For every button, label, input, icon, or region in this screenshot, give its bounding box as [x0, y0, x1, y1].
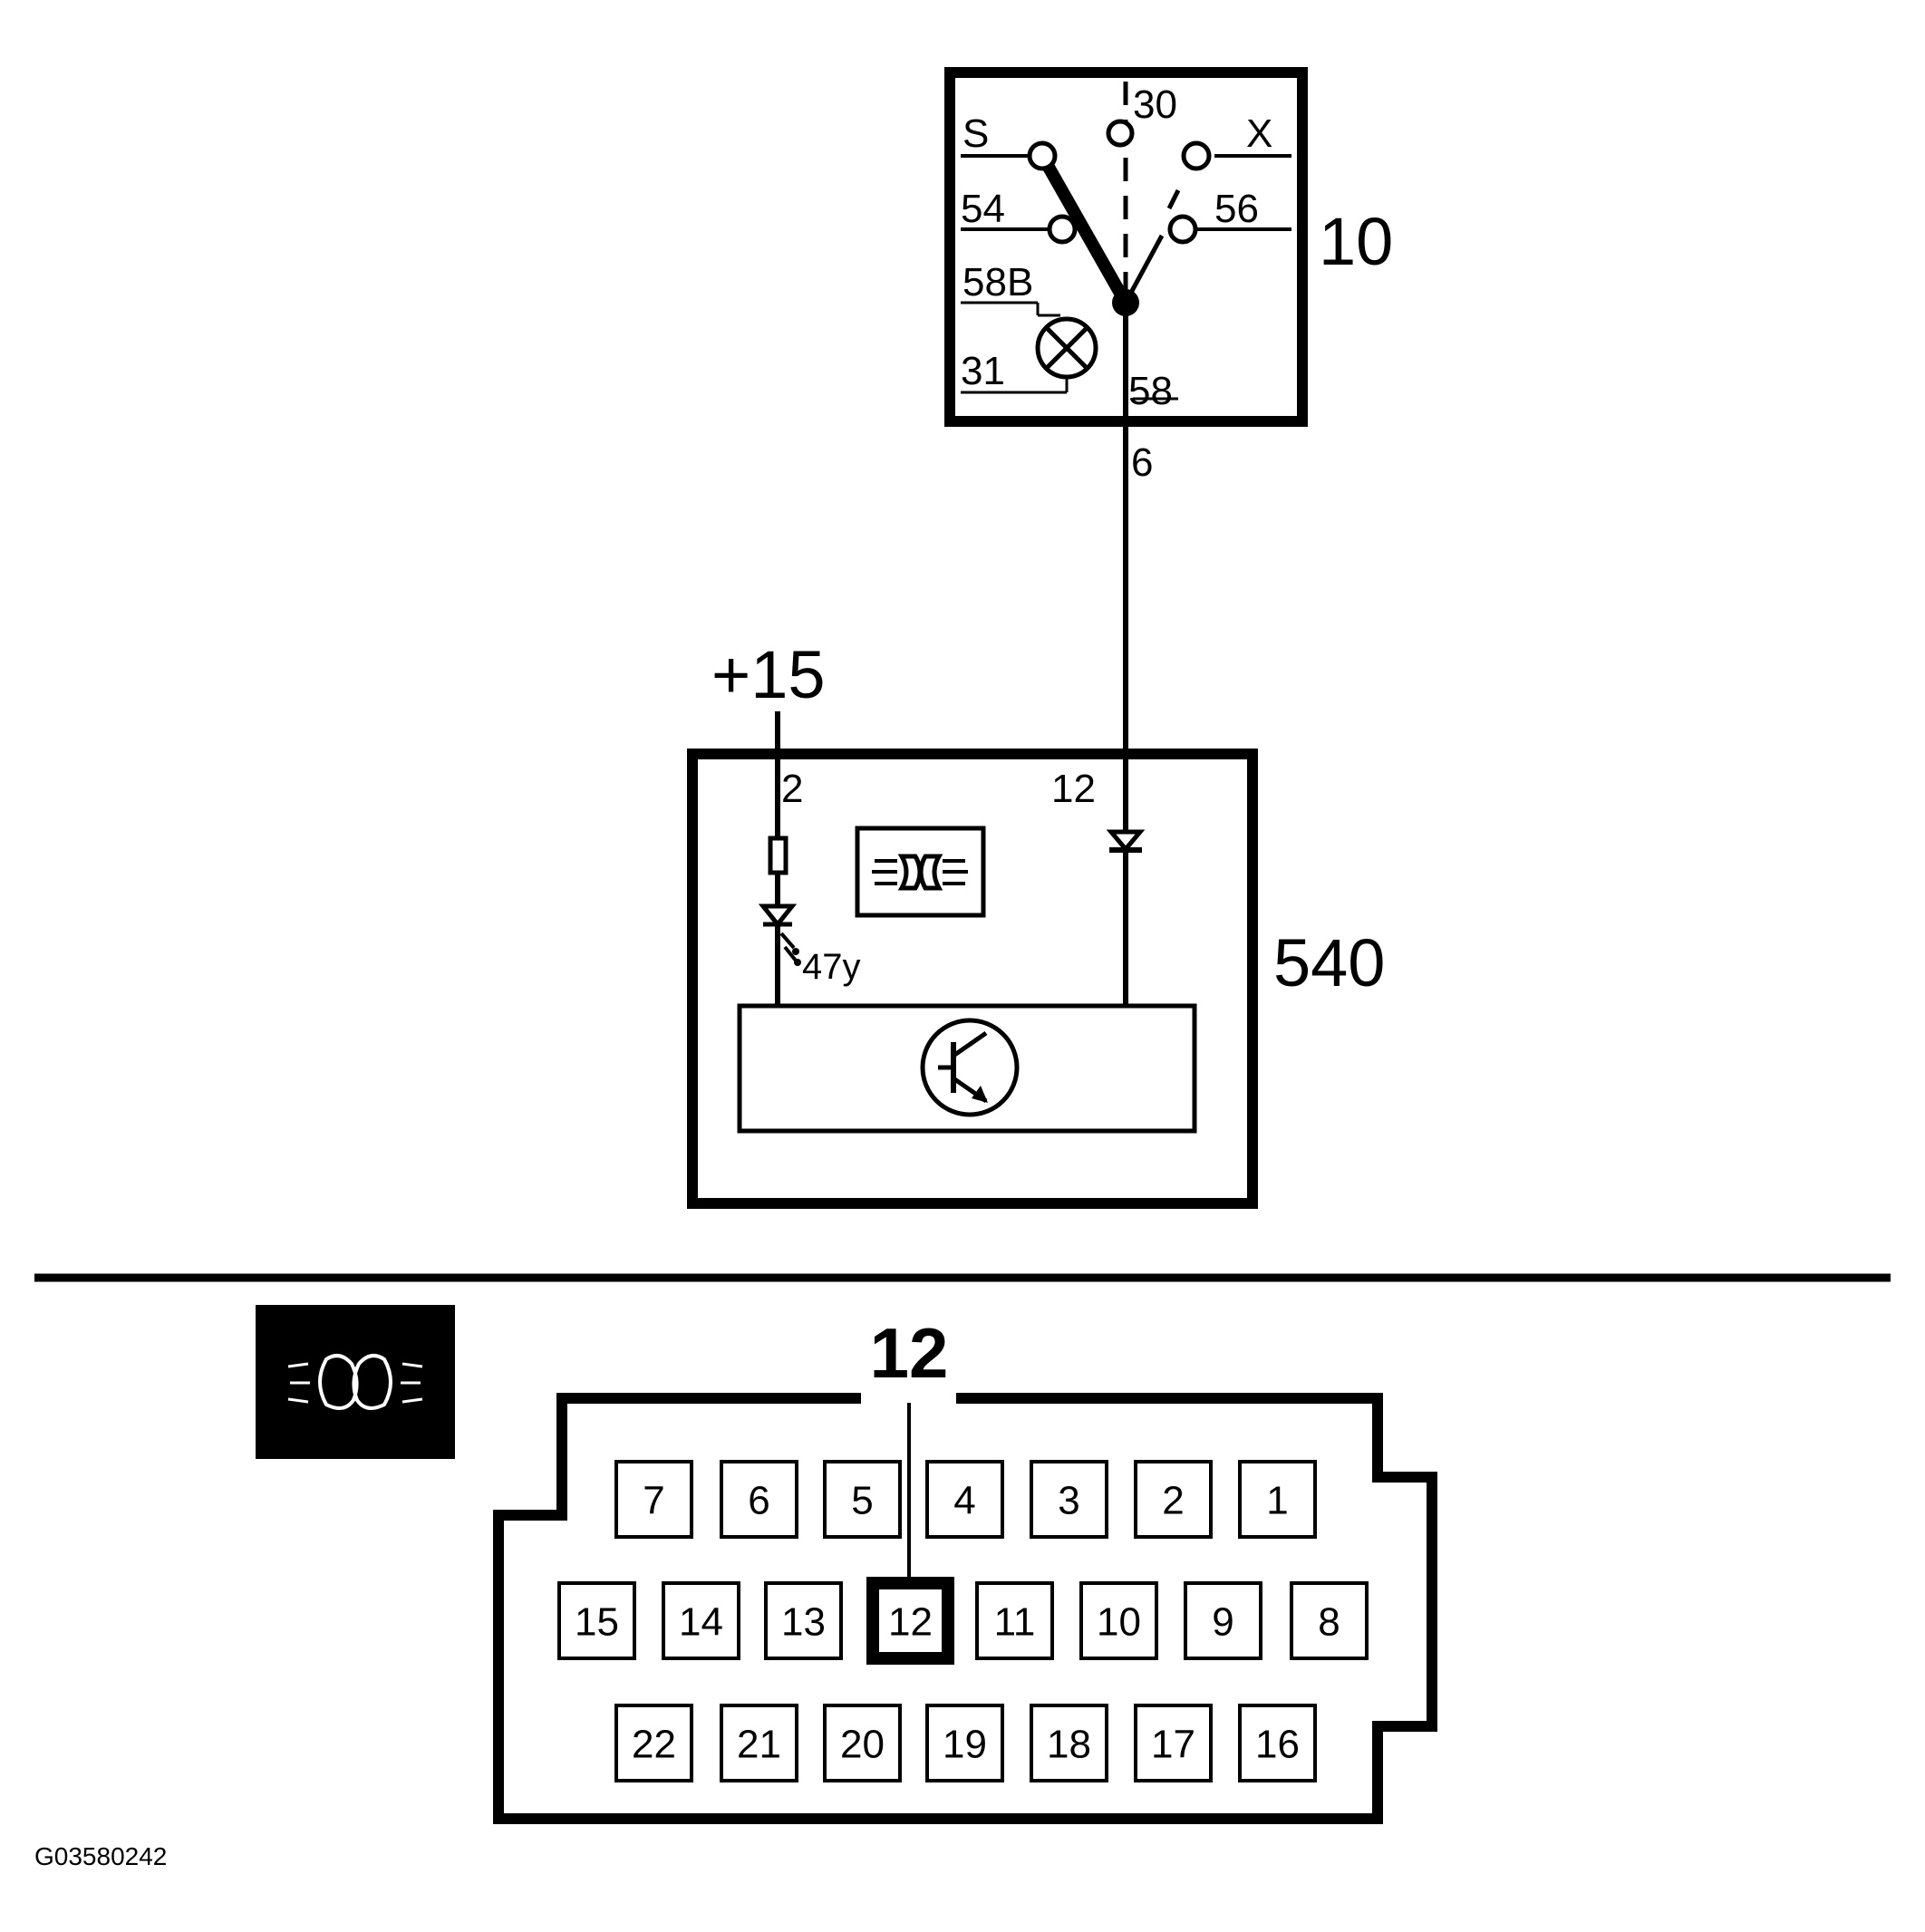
wire-label-6: 6: [1131, 440, 1153, 485]
connector-pin-label-13: 13: [781, 1600, 826, 1645]
connector-pin-14: [662, 1581, 740, 1660]
connector-pin-label-21: 21: [737, 1723, 781, 1767]
connector-pin-22: [614, 1704, 693, 1782]
terminal-x: X: [1246, 111, 1272, 156]
connector-pin-label-6: 6: [748, 1479, 769, 1523]
connector-pin-13: [764, 1581, 843, 1660]
connector-pin-7: [614, 1460, 693, 1539]
connector-pin-label-16: 16: [1255, 1723, 1300, 1767]
control-module-component: +15 2 12 47y: [687, 637, 1385, 1209]
module-box: [687, 749, 1258, 1209]
connector-pin-label-14: 14: [679, 1600, 723, 1645]
connector-row-middle: 15 14 13 12 11 10 9 8: [557, 1577, 1369, 1665]
connector-pin-label-1: 1: [1266, 1479, 1288, 1523]
pin-label-12: 12: [1051, 767, 1096, 811]
connector-pin-4: [925, 1460, 1004, 1539]
connector-pin-10: [1079, 1581, 1158, 1660]
connector-pin-6: [720, 1460, 798, 1539]
headlight-symbol-box: [855, 826, 986, 918]
connector-pin-label-12: 12: [888, 1600, 933, 1645]
connector-pin-11: [975, 1581, 1054, 1660]
led-label: 47y: [802, 947, 861, 987]
terminal-s: S: [962, 111, 989, 156]
connector-pin-label-18: 18: [1047, 1723, 1091, 1767]
connector-pin-15: [557, 1581, 636, 1660]
connector-pin-3: [1030, 1460, 1108, 1539]
highlighted-pin-label: 12: [870, 1313, 949, 1393]
connector-pin-label-4: 4: [953, 1479, 975, 1523]
component-id-10: 10: [1319, 204, 1393, 279]
terminal-56: 56: [1214, 187, 1259, 231]
light-switch-component: S 30 X 54 56 58B 31 58 10: [944, 67, 1393, 427]
connector-housing: [493, 1393, 1437, 1824]
connector-pin-20: [823, 1704, 902, 1782]
connector-pin-5: [823, 1460, 902, 1539]
connector-pin-label-3: 3: [1058, 1479, 1079, 1523]
supply-label: +15: [711, 637, 826, 712]
terminal-54: 54: [961, 187, 1005, 231]
connector-pin-1: [1238, 1460, 1317, 1539]
connector-pin-21: [720, 1704, 798, 1782]
connector-pin-label-8: 8: [1318, 1600, 1340, 1645]
headlight-icon: [256, 1305, 455, 1459]
connector-pin-label-10: 10: [1097, 1600, 1141, 1645]
connector-pin-16: [1238, 1704, 1317, 1782]
connector-pin-17: [1134, 1704, 1213, 1782]
connector-pin-label-19: 19: [943, 1723, 987, 1767]
connector-pin-9: [1184, 1581, 1262, 1660]
connector-row-bottom: 22 21 20 19 18 17 16: [614, 1704, 1317, 1782]
terminal-31: 31: [961, 349, 1005, 393]
connector-pin-label-5: 5: [851, 1479, 873, 1523]
diode-icon: [1106, 829, 1146, 853]
connector-pin-label-2: 2: [1162, 1479, 1184, 1523]
connector-pin-19: [925, 1704, 1004, 1782]
connector-pin-12: [866, 1577, 954, 1665]
terminal-58: 58: [1128, 369, 1173, 413]
resistor-icon: [768, 836, 788, 875]
connector-row-top: 7 6 5 4 3 2 1: [614, 1460, 1317, 1539]
connector-pin-label-11: 11: [994, 1600, 1036, 1645]
connector-pin-label-7: 7: [643, 1479, 664, 1523]
connector-pin-label-22: 22: [632, 1723, 676, 1767]
figure-reference-code: G03580242: [34, 1842, 167, 1870]
pin-label-2: 2: [781, 767, 803, 811]
led-icon: [758, 903, 801, 966]
connector-pin-label-20: 20: [840, 1723, 885, 1767]
component-id-540: 540: [1273, 925, 1385, 1000]
connector-pin-label-17: 17: [1151, 1723, 1195, 1767]
transistor-icon: [920, 1018, 1020, 1117]
connector-pin-8: [1290, 1581, 1369, 1660]
terminal-30: 30: [1133, 82, 1177, 127]
connector-pin-2: [1134, 1460, 1213, 1539]
connector-pin-label-9: 9: [1212, 1600, 1233, 1645]
connector-pin-18: [1030, 1704, 1108, 1782]
connector-pin-label-15: 15: [575, 1600, 619, 1645]
terminal-58b: 58B: [962, 260, 1033, 304]
